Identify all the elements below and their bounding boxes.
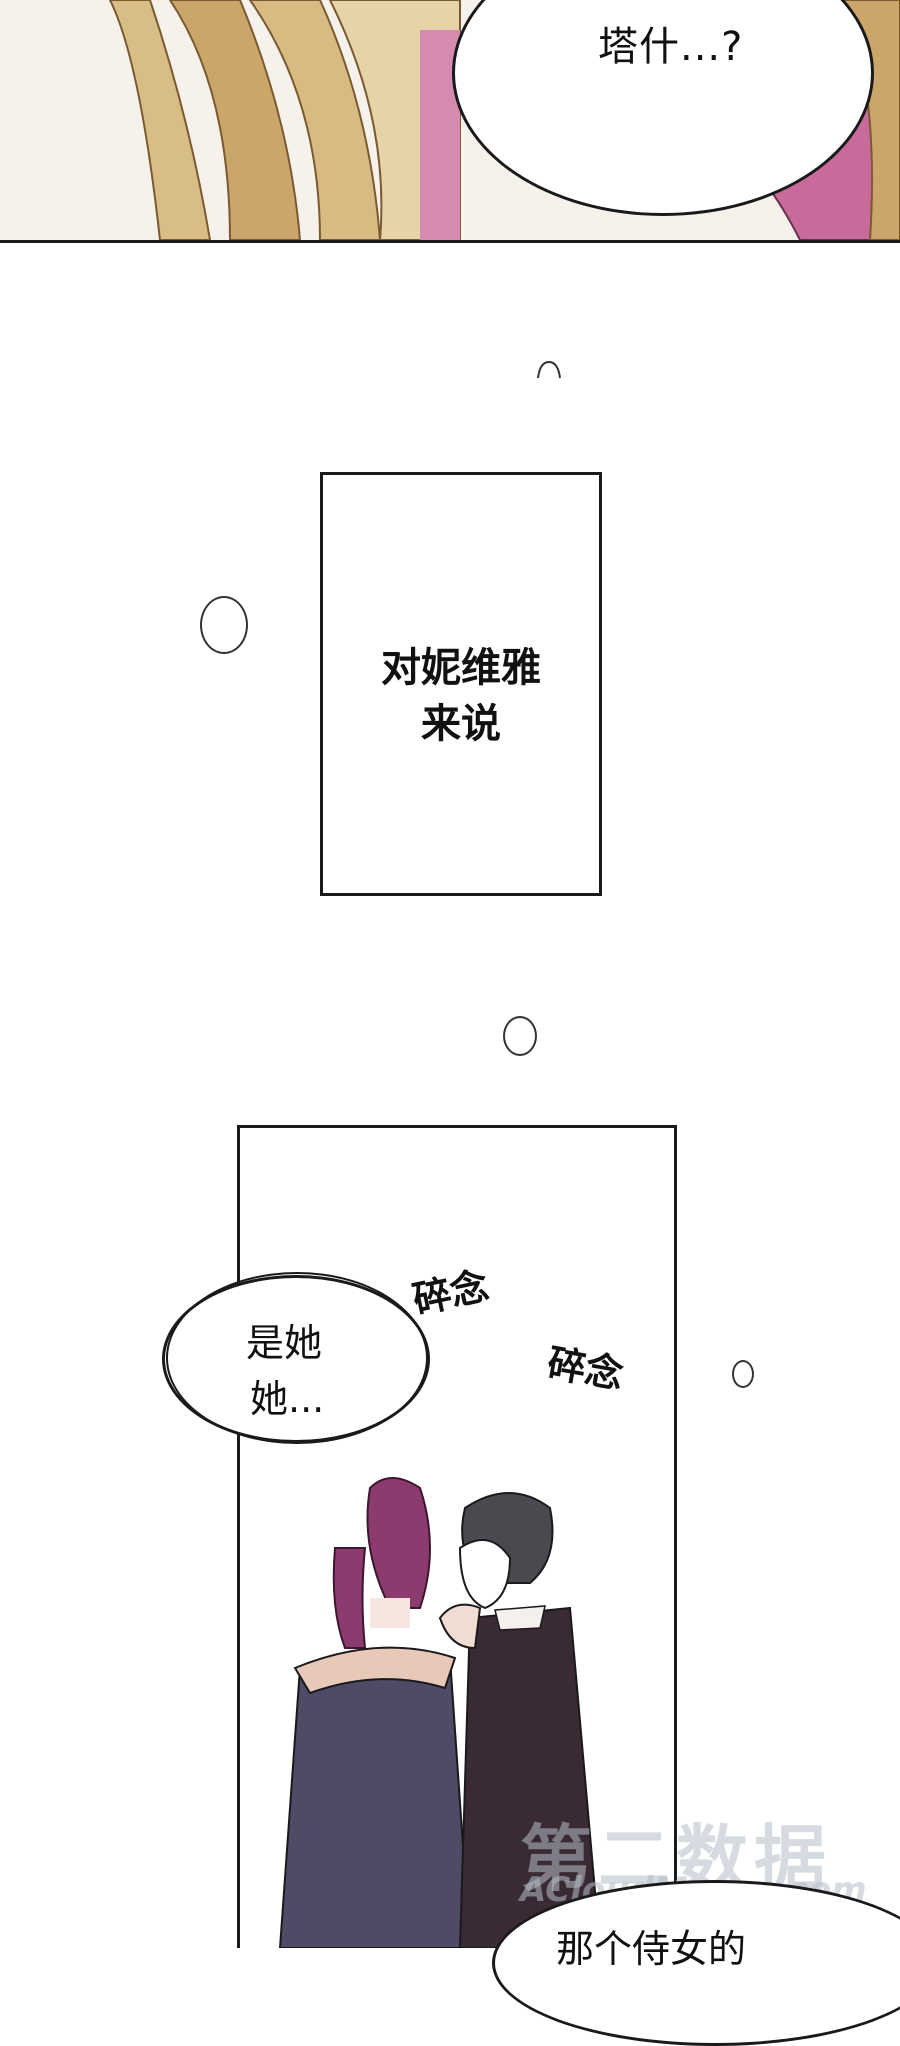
small-bubble-icon <box>200 596 248 654</box>
caption-line-2: 来说 <box>421 701 501 747</box>
caption-line-1: 对妮维雅 <box>381 645 541 691</box>
speech-line-1: 是她 <box>246 1321 323 1365</box>
speech-line-2: 她... <box>250 1377 325 1421</box>
bottom-speech-text: 那个侍女的 <box>556 1927 747 1971</box>
speech-text: 塔什...? <box>598 24 744 70</box>
speech-bubble-outline <box>166 1272 428 1444</box>
small-bubble-icon <box>537 360 561 379</box>
lower-comic-panel <box>237 1125 677 1948</box>
two-women-illustration <box>278 1477 602 1948</box>
small-bubble-icon <box>732 1360 754 1388</box>
narration-caption-box: 对妮维雅 来说 <box>320 472 602 896</box>
small-bubble-icon <box>503 1016 537 1056</box>
top-comic-panel: 塔什...? <box>0 0 900 243</box>
